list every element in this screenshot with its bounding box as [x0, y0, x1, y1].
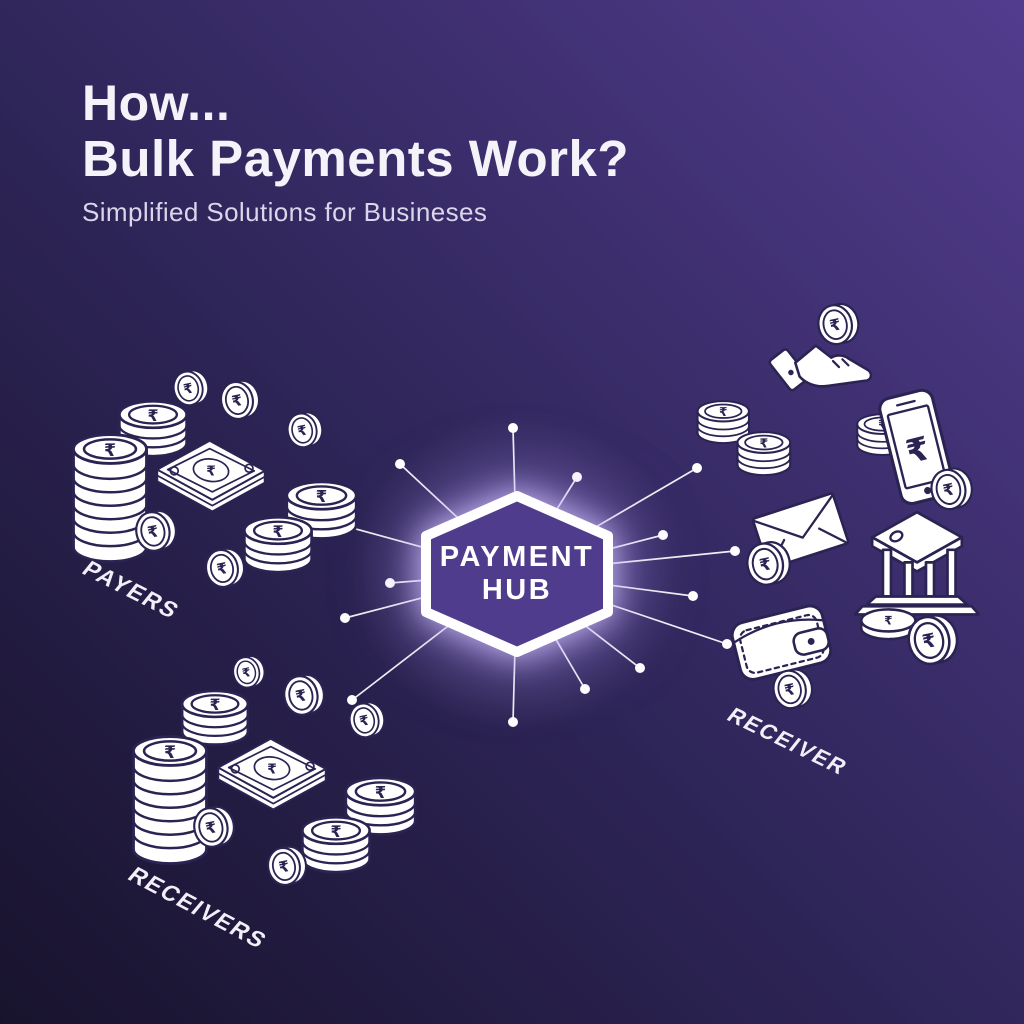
rupee-coins-icon [854, 595, 960, 673]
coin-stacks-icon [688, 391, 800, 492]
hub-ray-dot [580, 684, 590, 694]
hub-label-line1: PAYMENT [439, 540, 595, 573]
payment-hub-node: PAYMENT HUB [417, 490, 617, 658]
mobile-payment-icon [848, 381, 974, 525]
hub-ray-dot [658, 530, 668, 540]
rupee-coin-icon [217, 378, 261, 422]
subtitle: Simplified Solutions for Busineses [82, 197, 488, 228]
wallet-icon [728, 593, 840, 713]
rupee-coin-icon [280, 672, 326, 718]
tall-coin-stack-icon [60, 420, 160, 580]
payment-hub-label: PAYMENT HUB [417, 490, 617, 658]
hub-ray-dot [508, 423, 518, 433]
title-line2: Bulk Payments Work? [82, 130, 630, 187]
payers-cluster: PAYERS [52, 358, 387, 648]
rupee-coin-icon [264, 844, 308, 888]
hub-ray-dot [508, 717, 518, 727]
receivers-cluster: RECEIVERS [118, 642, 453, 953]
hub-ray-dot [635, 663, 645, 673]
receiver-label: RECEIVER [722, 703, 854, 780]
hub-ray-dot [572, 472, 582, 482]
receiver-channels-cluster: RECEIVER [686, 293, 1006, 803]
title-line1: How... [82, 75, 231, 131]
rupee-coin-icon [346, 700, 386, 740]
rupee-coin-icon [284, 410, 324, 450]
hub-label-line2: HUB [481, 574, 553, 606]
rupee-coin-icon [132, 508, 178, 554]
hexagon-shape [421, 491, 613, 657]
rupee-coin-icon [202, 546, 246, 590]
hub-ray-dot [395, 459, 405, 469]
envelope-payment-icon [741, 483, 857, 597]
tall-coin-stack-icon [120, 722, 220, 882]
rupee-coin-icon [190, 804, 236, 850]
banknote-bundle-icon [213, 728, 331, 815]
header: How... Bulk Payments Work? Simplified So… [82, 76, 629, 228]
